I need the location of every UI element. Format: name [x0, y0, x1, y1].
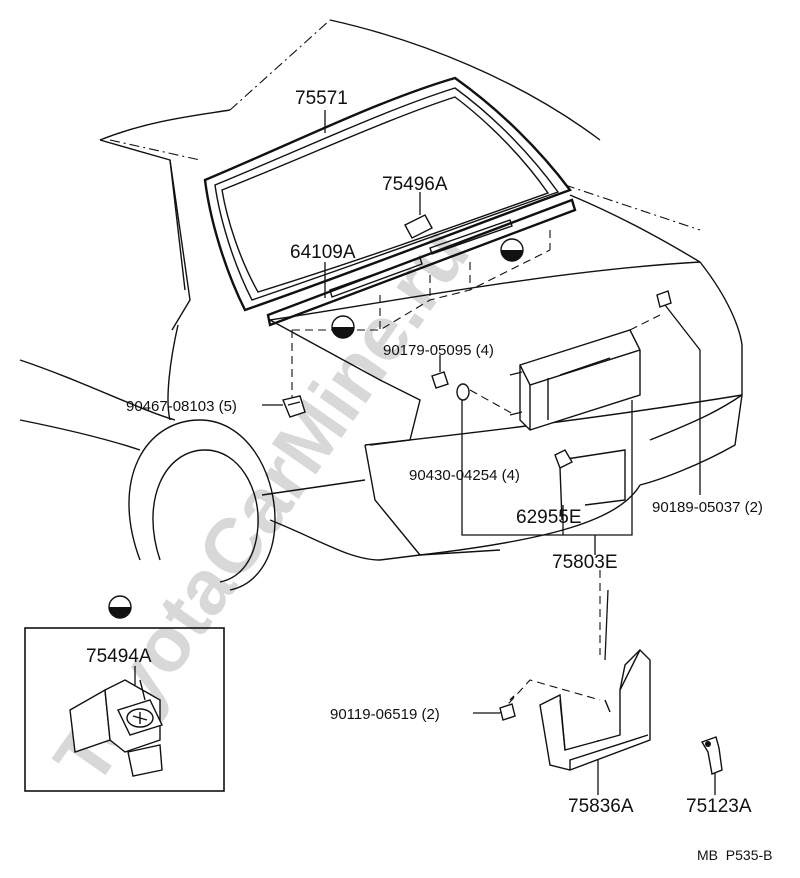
label-license-bracket: 75836A: [568, 796, 634, 817]
marker-icon-glass-1: [500, 238, 524, 262]
lamp-clip-part: [700, 736, 723, 775]
screw-part: [499, 695, 516, 721]
inset-box: [24, 627, 225, 792]
label-glass-molding: 64109A: [290, 242, 356, 263]
license-bracket-part: [539, 648, 651, 771]
marker-icon-glass-2: [331, 315, 355, 339]
label-clip: 90467-08103 (5): [126, 398, 237, 415]
label-screw: 90119-06519 (2): [330, 706, 440, 723]
label-glass-weatherstrip: 75571: [295, 88, 348, 109]
car-body-outline: [19, 19, 743, 591]
label-lamp-clip: 75123A: [686, 796, 752, 817]
clip-part: [282, 395, 306, 418]
garnish-assembly: [431, 290, 672, 431]
marker-icon-inset: [108, 595, 132, 619]
leader-lines: [262, 110, 716, 795]
label-garnish-assy: 75803E: [552, 552, 618, 573]
label-inset-part: 75494A: [86, 646, 152, 667]
label-grommet: 90430-04254 (4): [409, 467, 520, 484]
reference-code: MB P535-B: [697, 847, 772, 863]
label-nut: 90179-05095 (4): [383, 342, 494, 359]
label-bolt-right: 90189-05037 (2): [652, 499, 763, 516]
label-emblem-clip: 75496A: [382, 174, 448, 195]
label-bracket: 62955E: [516, 507, 582, 528]
rear-window: [203, 76, 577, 400]
bracket-part: [554, 449, 573, 521]
